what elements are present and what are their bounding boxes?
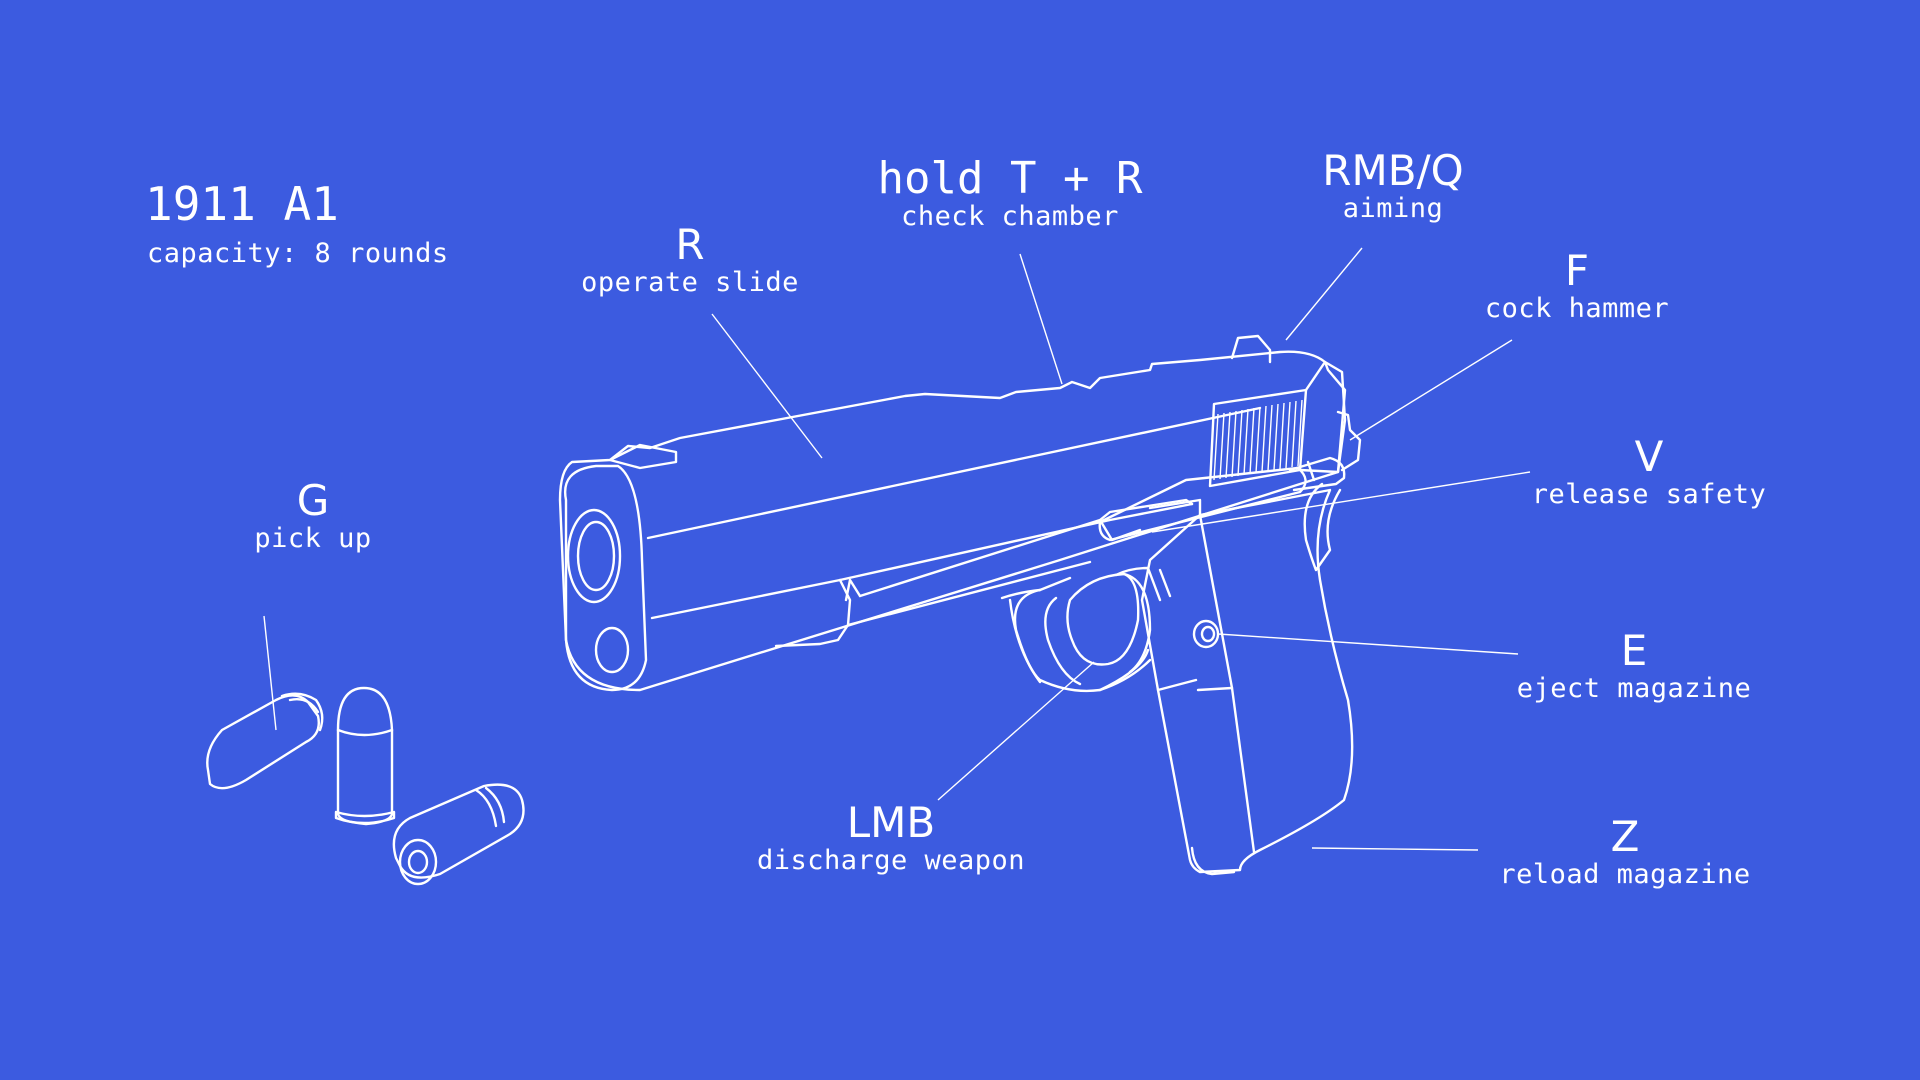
- leader-reload-magazine: [1311, 847, 1479, 851]
- hint-key: RMB/Q: [1322, 146, 1464, 195]
- hint-pick-up: G pick up: [254, 478, 371, 554]
- hint-cock-hammer: F cock hammer: [1485, 248, 1669, 324]
- hint-key: R: [675, 220, 705, 269]
- hint-action: reload magazine: [1499, 859, 1751, 890]
- hint-reload-magazine: Z reload magazine: [1499, 814, 1750, 890]
- hint-action: cock hammer: [1484, 293, 1670, 324]
- bullet-cartridge-icon: [206, 686, 525, 886]
- hint-key: LMB: [846, 798, 936, 847]
- hint-check-chamber: hold T + R check chamber: [878, 156, 1143, 232]
- hint-key: G: [296, 476, 330, 525]
- hint-release-safety: V release safety: [1532, 434, 1767, 510]
- leader-eject-magazine: [1217, 633, 1519, 655]
- leader-cock-hammer: [1349, 339, 1513, 441]
- leader-operate-slide: [711, 313, 823, 459]
- hint-key: V: [1634, 432, 1664, 481]
- hint-discharge-weapon: LMB discharge weapon: [757, 800, 1025, 876]
- weapon-name: 1911 A1: [145, 177, 339, 231]
- leader-release-safety: [1151, 471, 1531, 533]
- leader-aiming: [1285, 247, 1363, 341]
- hint-action: operate slide: [581, 267, 799, 298]
- hint-key: hold T + R: [877, 153, 1143, 204]
- hint-key: Z: [1610, 812, 1640, 861]
- leader-lines: [263, 247, 1531, 851]
- pistol-1911-lineart: [558, 334, 1362, 876]
- hint-action: aiming: [1342, 193, 1444, 224]
- hint-eject-magazine: E eject magazine: [1517, 628, 1752, 704]
- leader-pick-up: [263, 615, 277, 731]
- leader-discharge-weapon: [937, 661, 1095, 801]
- hint-action: discharge weapon: [756, 845, 1026, 876]
- hint-action: eject magazine: [1516, 673, 1752, 704]
- leader-check-chamber: [1019, 253, 1063, 385]
- hint-key: E: [1620, 626, 1648, 675]
- hint-action: pick up: [254, 523, 372, 554]
- hint-key: F: [1564, 246, 1590, 295]
- hint-action: release safety: [1531, 479, 1767, 510]
- hint-action: check chamber: [901, 201, 1119, 232]
- hint-operate-slide: R operate slide: [581, 222, 799, 298]
- weapon-capacity: capacity: 8 rounds: [147, 238, 449, 269]
- hint-aiming: RMB/Q aiming: [1322, 148, 1463, 224]
